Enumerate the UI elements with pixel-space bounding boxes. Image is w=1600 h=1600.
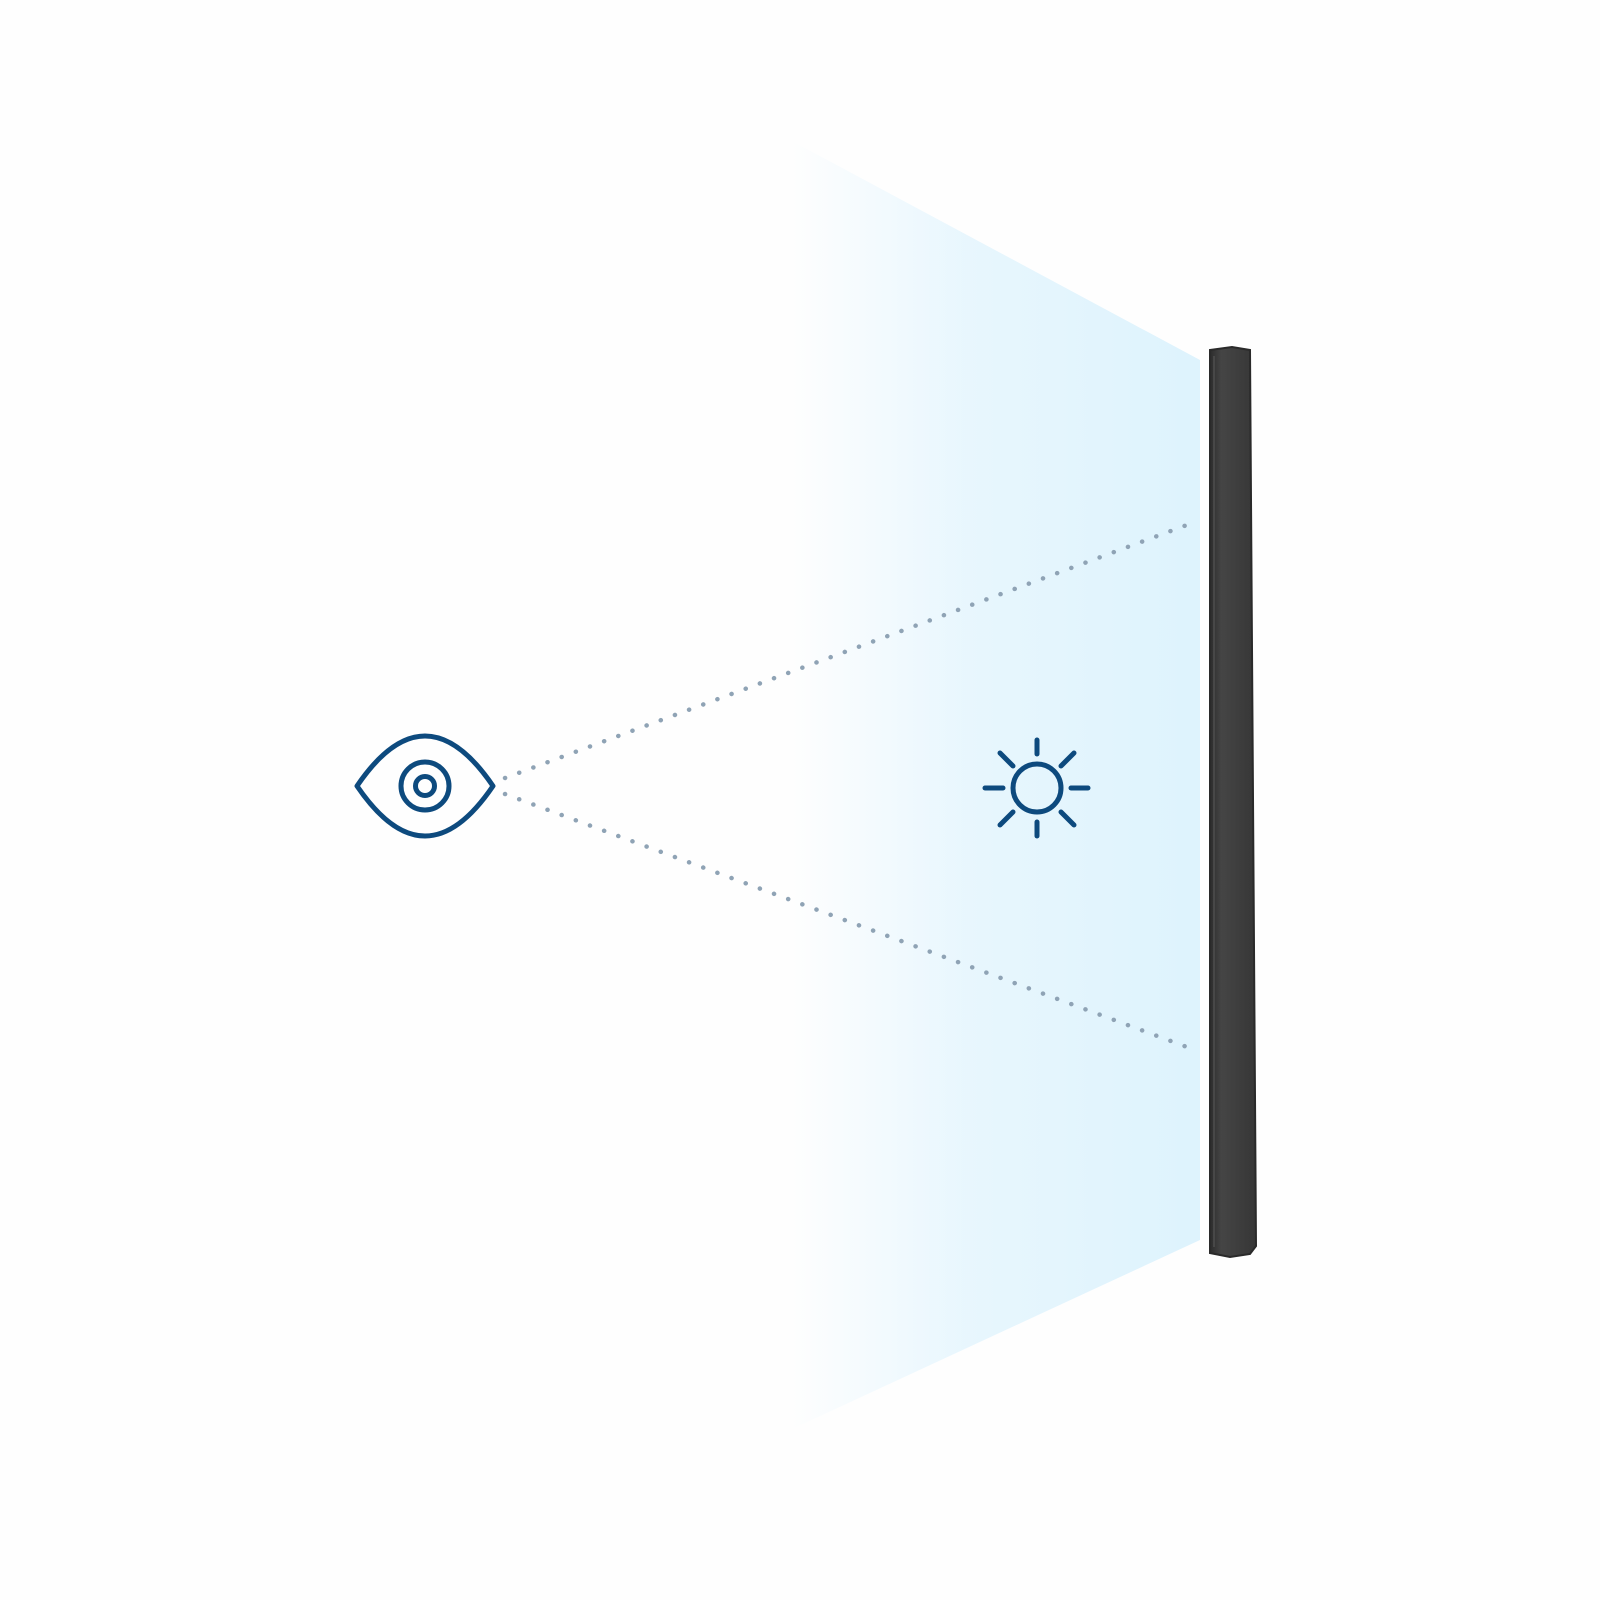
- upper-sight-line: [502, 519, 1198, 781]
- display-panel: [1209, 345, 1258, 1259]
- light-cone: [790, 140, 1200, 1430]
- sun-icon: [982, 737, 1091, 839]
- lower-sight-line: [502, 791, 1198, 1053]
- eye-icon: [354, 733, 496, 839]
